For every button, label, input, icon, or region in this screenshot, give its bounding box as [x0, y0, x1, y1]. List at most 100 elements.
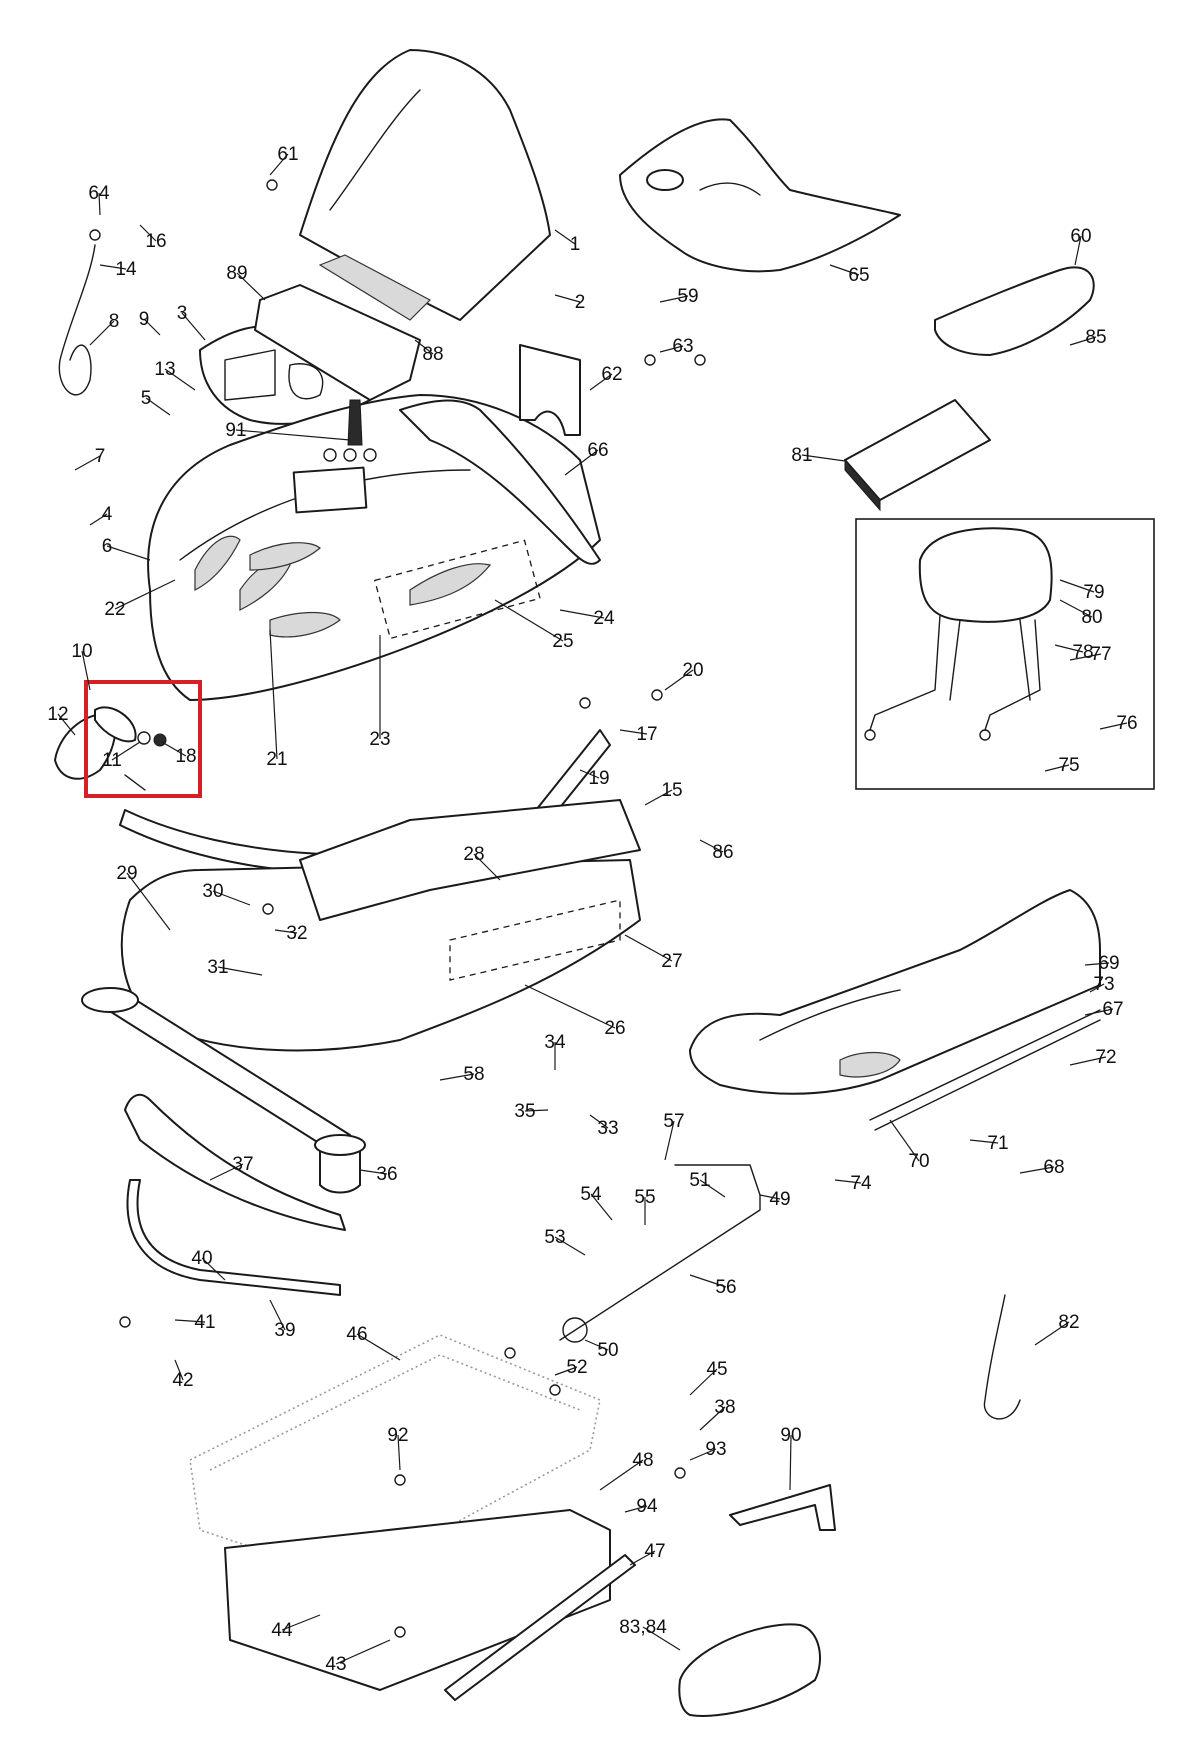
callout-leader-54 [590, 1193, 613, 1221]
callout-leader-10 [81, 650, 91, 691]
callout-leader-37 [209, 1163, 244, 1181]
callout-leader-80 [1059, 599, 1093, 618]
callout-leader-67 [1084, 1008, 1114, 1016]
callout-label-82: 82 [1058, 1312, 1079, 1333]
callout-label-72: 72 [1095, 1047, 1116, 1068]
callout-leader-83-84 [642, 1626, 681, 1651]
callout-leader-81 [801, 454, 846, 462]
callout-label-80: 80 [1081, 607, 1102, 628]
callout-leader-25 [494, 599, 564, 642]
callout-label-59: 59 [677, 286, 698, 307]
cross-bar-part [81, 987, 366, 1194]
callout-label-81: 81 [791, 445, 812, 466]
battery-tray-part [189, 1334, 601, 1581]
rail-part [444, 1554, 636, 1701]
callout-label-65: 65 [848, 265, 869, 286]
callout-label-32: 32 [286, 923, 307, 944]
callout-label-88: 88 [422, 344, 443, 365]
callout-label-13: 13 [154, 359, 175, 380]
callout-leader-39 [269, 1299, 286, 1331]
vent-bezel-part [254, 284, 421, 401]
callout-label-5: 5 [141, 388, 152, 409]
callout-leader-78 [1054, 644, 1084, 653]
callout-label-61: 61 [277, 144, 298, 165]
callout-leader-69 [1084, 962, 1110, 966]
callout-leader-58 [439, 1073, 475, 1081]
callout-leader-30 [212, 890, 251, 906]
callout-label-4: 4 [102, 504, 113, 525]
callout-label-94: 94 [636, 1496, 658, 1517]
callout-leader-63 [659, 345, 684, 353]
callout-leader-91 [235, 429, 351, 441]
callout-label-18: 18 [175, 746, 196, 767]
callout-label-67: 67 [1102, 999, 1123, 1020]
bumper-part [126, 1179, 341, 1296]
callout-label-44: 44 [271, 1620, 293, 1641]
callout-label-54: 54 [580, 1184, 602, 1205]
linkage-rod-part [559, 1164, 761, 1343]
callout-label-26: 26 [604, 1018, 625, 1039]
callout-leader-90 [789, 1434, 792, 1491]
callout-leader-53 [554, 1236, 586, 1256]
callout-label-31: 31 [207, 957, 228, 978]
callout-label-93: 93 [705, 1439, 726, 1460]
callout-label-63: 63 [672, 336, 693, 357]
callout-label-47: 47 [644, 1541, 665, 1562]
callout-leader-45 [689, 1368, 718, 1396]
callout-label-55: 55 [634, 1187, 655, 1208]
callout-leader-44 [281, 1614, 321, 1631]
callout-leader-20 [664, 669, 694, 691]
dash-panel-part [619, 118, 901, 273]
callout-label-25: 25 [552, 631, 573, 652]
bracket-part [519, 344, 581, 436]
vent-grille-part [318, 254, 431, 321]
callout-leader-50 [584, 1339, 609, 1351]
callout-label-11: 11 [102, 750, 122, 771]
callout-leader-70 [889, 1119, 920, 1162]
callout-label-40: 40 [191, 1248, 212, 1269]
callout-leader-15 [644, 789, 673, 806]
callout-leader-86 [699, 839, 724, 853]
callout-label-37: 37 [232, 1154, 253, 1175]
callout-label-85: 85 [1085, 327, 1106, 348]
callout-leader-7 [74, 455, 101, 471]
callout-leader-59 [659, 295, 689, 303]
callout-leader-85 [1069, 336, 1097, 346]
callout-leader-79 [1059, 579, 1095, 593]
callout-label-28: 28 [463, 844, 484, 865]
callout-label-15: 15 [661, 780, 682, 801]
callout-leader-21 [269, 629, 278, 760]
callout-leader-5 [145, 397, 171, 416]
callout-label-9: 9 [139, 309, 150, 330]
grab-handle-part [934, 266, 1095, 356]
callout-leader-92 [397, 1434, 401, 1471]
callout-label-50: 50 [597, 1340, 618, 1361]
callout-label-51: 51 [689, 1170, 710, 1191]
callout-leader-57 [664, 1120, 675, 1161]
foam-pad-part [844, 399, 991, 512]
callout-leader-75 [1044, 764, 1070, 772]
callout-label-38: 38 [714, 1397, 735, 1418]
hardware-fasteners [89, 179, 706, 1638]
callout-leader-19 [579, 769, 600, 779]
lower-pan-part [120, 799, 641, 1052]
callout-label-83-84: 83,84 [619, 1617, 667, 1638]
callout-leader-71 [969, 1139, 999, 1144]
callout-leader-64 [98, 192, 101, 216]
tether-cord-part [58, 244, 1021, 1420]
callout-label-58: 58 [463, 1064, 484, 1085]
callout-leader-27 [624, 934, 673, 962]
callout-leader-28 [473, 853, 501, 881]
callout-leader-18 [161, 741, 187, 757]
callout-leader-51 [699, 1179, 726, 1198]
callout-label-29: 29 [116, 863, 137, 884]
callout-leader-41 [174, 1319, 206, 1323]
callout-label-23: 23 [369, 729, 390, 750]
callout-leader-16 [139, 224, 157, 242]
callout-label-7: 7 [95, 446, 106, 467]
callout-leader-42 [174, 1359, 184, 1381]
callout-label-90: 90 [780, 1425, 801, 1446]
callout-leader-13 [164, 368, 196, 391]
callout-leader-2 [554, 294, 581, 303]
callout-label-76: 76 [1116, 713, 1137, 734]
